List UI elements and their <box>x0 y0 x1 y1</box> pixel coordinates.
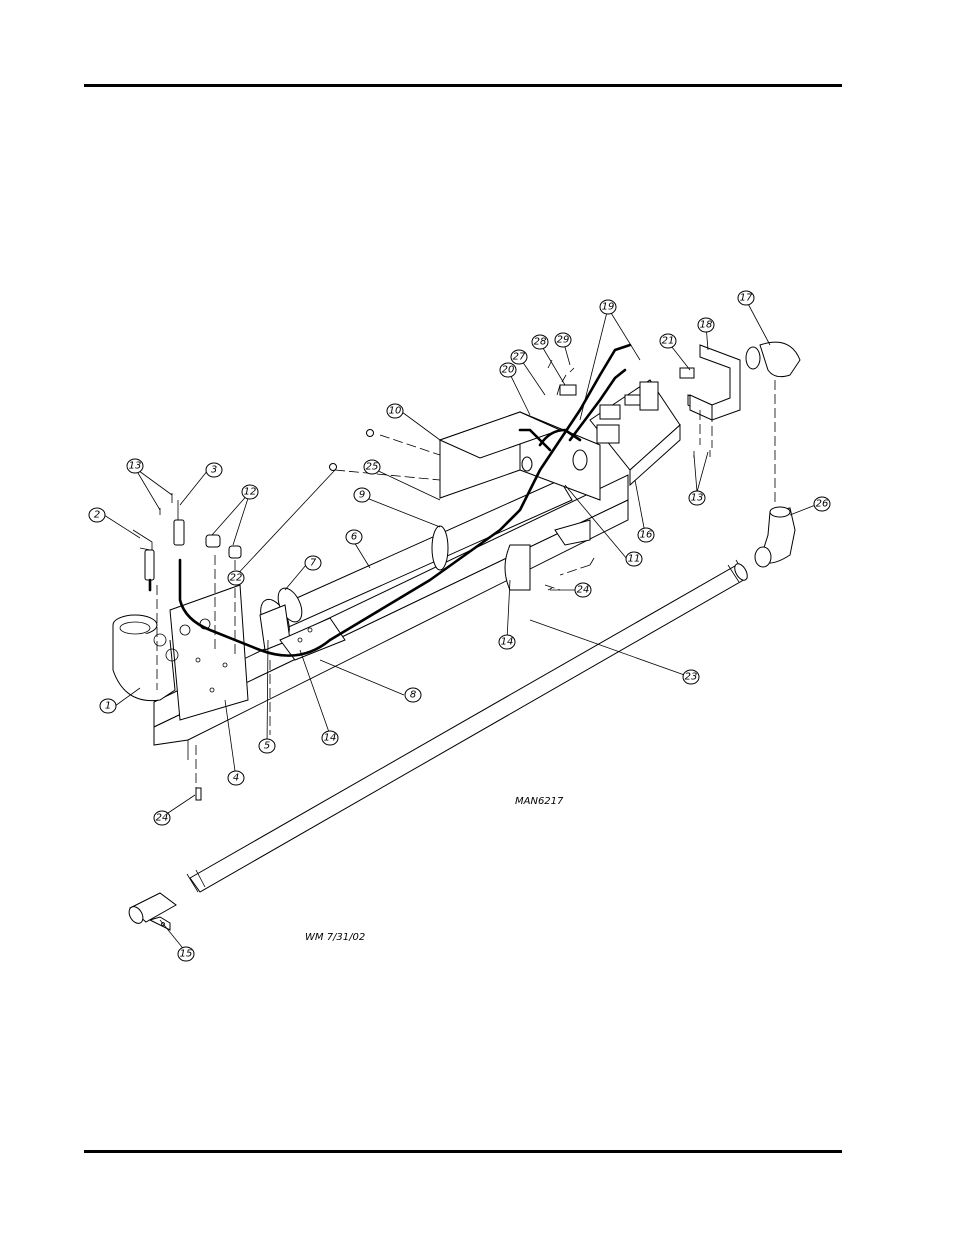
svg-text:18: 18 <box>700 320 713 331</box>
svg-text:8: 8 <box>410 690 416 701</box>
svg-text:15: 15 <box>180 949 193 960</box>
callout-11: 11 <box>626 552 642 566</box>
svg-text:23: 23 <box>685 672 698 683</box>
callout-2: 2 <box>89 508 105 522</box>
svg-text:17: 17 <box>740 293 753 304</box>
callout-14-left: 14 <box>322 731 338 745</box>
svg-text:29: 29 <box>557 335 570 346</box>
callout-21: 21 <box>660 334 676 348</box>
svg-text:9: 9 <box>359 490 365 501</box>
callout-1: 1 <box>100 699 116 713</box>
svg-text:13: 13 <box>129 461 142 472</box>
callout-12: 12 <box>242 485 258 499</box>
callout-26: 26 <box>814 497 830 511</box>
callout-25: 25 <box>364 460 380 474</box>
svg-text:11: 11 <box>628 554 641 565</box>
svg-text:24: 24 <box>156 813 169 824</box>
callout-28: 28 <box>532 335 548 349</box>
svg-text:7: 7 <box>310 558 317 569</box>
elbow-fitting-top <box>746 342 800 377</box>
callout-4: 4 <box>228 771 244 785</box>
pipe-clamp <box>126 893 176 930</box>
callout-18: 18 <box>698 318 714 332</box>
svg-text:10: 10 <box>389 406 402 417</box>
svg-text:2: 2 <box>94 510 100 521</box>
svg-text:14: 14 <box>501 637 514 648</box>
svg-text:14: 14 <box>324 733 337 744</box>
callout-29: 29 <box>555 333 571 347</box>
svg-text:5: 5 <box>264 741 270 752</box>
svg-text:4: 4 <box>233 773 239 784</box>
callout-14-right: 14 <box>499 635 515 649</box>
callout-13-left: 13 <box>127 459 143 473</box>
callout-13-right: 13 <box>689 491 705 505</box>
callout-24-mid: 24 <box>575 583 591 597</box>
svg-text:16: 16 <box>640 530 653 541</box>
svg-text:20: 20 <box>502 365 515 376</box>
callout-10: 10 <box>387 404 403 418</box>
callout-17: 17 <box>738 291 754 305</box>
callout-8: 8 <box>405 688 421 702</box>
svg-text:24: 24 <box>577 585 590 596</box>
revision-note: WM 7/31/02 <box>305 932 365 943</box>
svg-text:12: 12 <box>244 487 257 498</box>
callout-15: 15 <box>178 947 194 961</box>
svg-text:27: 27 <box>513 352 526 363</box>
svg-text:26: 26 <box>816 499 829 510</box>
svg-text:1: 1 <box>105 701 111 712</box>
gas-valve-box <box>440 412 600 500</box>
callout-20: 20 <box>500 363 516 377</box>
mounting-bracket <box>688 345 740 420</box>
drawing-number: MAN6217 <box>515 796 564 807</box>
callout-22: 22 <box>228 571 244 585</box>
callout-6: 6 <box>346 530 362 544</box>
svg-text:3: 3 <box>211 465 217 476</box>
svg-text:25: 25 <box>366 462 379 473</box>
svg-text:6: 6 <box>351 532 357 543</box>
callout-24-left: 24 <box>154 811 170 825</box>
callout-16: 16 <box>638 528 654 542</box>
igniter-parts <box>133 500 241 580</box>
elbow-fitting-bottom <box>755 507 795 567</box>
callout-23: 23 <box>683 670 699 684</box>
svg-text:19: 19 <box>602 302 615 313</box>
svg-text:21: 21 <box>662 336 675 347</box>
callout-3: 3 <box>206 463 222 477</box>
callout-27: 27 <box>511 350 527 364</box>
svg-text:28: 28 <box>534 337 547 348</box>
callout-7: 7 <box>305 556 321 570</box>
svg-text:22: 22 <box>230 573 243 584</box>
callout-9: 9 <box>354 488 370 502</box>
callout-19: 19 <box>600 300 616 314</box>
svg-text:13: 13 <box>691 493 704 504</box>
callout-5: 5 <box>259 739 275 753</box>
